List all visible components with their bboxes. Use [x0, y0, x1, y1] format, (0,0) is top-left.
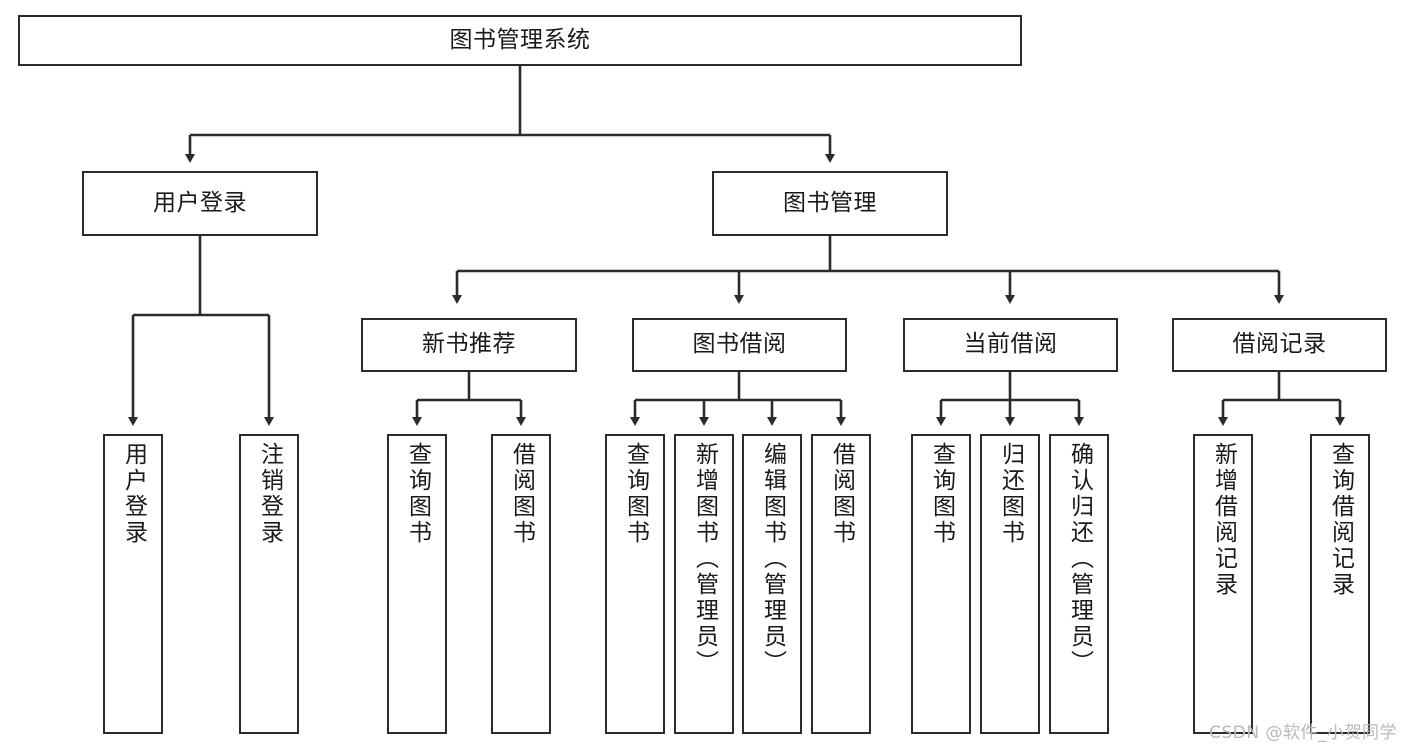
node-leaf-confirm-return-admin[interactable]: 确认归还（管理员） — [1049, 434, 1109, 734]
node-borrow-record[interactable]: 借阅记录 — [1172, 318, 1387, 372]
node-leaf-user-login[interactable]: 用户登录 — [103, 434, 163, 734]
node-leaf-borrow-book-borrow[interactable]: 借阅图书 — [811, 434, 871, 734]
node-label: 新书推荐 — [422, 331, 516, 358]
node-label: 借阅图书 — [508, 442, 535, 546]
node-label: 新增借阅记录 — [1210, 442, 1237, 598]
node-label: 图书管理系统 — [449, 26, 591, 53]
node-label: 借阅图书 — [828, 442, 855, 546]
node-current-borrow[interactable]: 当前借阅 — [903, 318, 1118, 372]
node-leaf-query-borrow-record[interactable]: 查询借阅记录 — [1310, 434, 1370, 734]
node-label: 查询借阅记录 — [1327, 442, 1354, 598]
node-label: 编辑图书（管理员） — [759, 442, 786, 676]
node-book-management-system[interactable]: 图书管理系统 — [18, 15, 1022, 66]
node-leaf-edit-book-admin[interactable]: 编辑图书（管理员） — [742, 434, 802, 734]
node-label: 用户登录 — [120, 442, 147, 546]
node-label: 归还图书 — [997, 442, 1024, 546]
node-label: 确认归还（管理员） — [1066, 442, 1093, 676]
node-new-book-recommend[interactable]: 新书推荐 — [361, 318, 577, 372]
node-leaf-query-book-new[interactable]: 查询图书 — [387, 434, 447, 734]
node-label: 用户登录 — [153, 189, 247, 216]
node-label: 注销登录 — [256, 442, 283, 546]
node-leaf-return-book[interactable]: 归还图书 — [980, 434, 1040, 734]
node-label: 查询图书 — [404, 442, 431, 546]
node-label: 图书管理 — [783, 189, 877, 216]
node-label: 查询图书 — [622, 442, 649, 546]
node-label: 图书借阅 — [692, 331, 787, 358]
node-label: 查询图书 — [928, 442, 955, 546]
node-label: 新增图书（管理员） — [691, 442, 718, 676]
node-book-management[interactable]: 图书管理 — [712, 171, 948, 236]
node-label: 当前借阅 — [963, 331, 1058, 358]
node-leaf-borrow-book-new[interactable]: 借阅图书 — [491, 434, 551, 734]
node-leaf-add-borrow-record[interactable]: 新增借阅记录 — [1193, 434, 1253, 734]
node-book-borrow[interactable]: 图书借阅 — [632, 318, 847, 372]
node-leaf-query-book-current[interactable]: 查询图书 — [911, 434, 971, 734]
node-leaf-add-book-admin[interactable]: 新增图书（管理员） — [674, 434, 734, 734]
node-leaf-user-logout[interactable]: 注销登录 — [239, 434, 299, 734]
node-leaf-query-book-borrow[interactable]: 查询图书 — [605, 434, 665, 734]
node-label: 借阅记录 — [1232, 331, 1327, 358]
node-user-login[interactable]: 用户登录 — [82, 171, 318, 236]
